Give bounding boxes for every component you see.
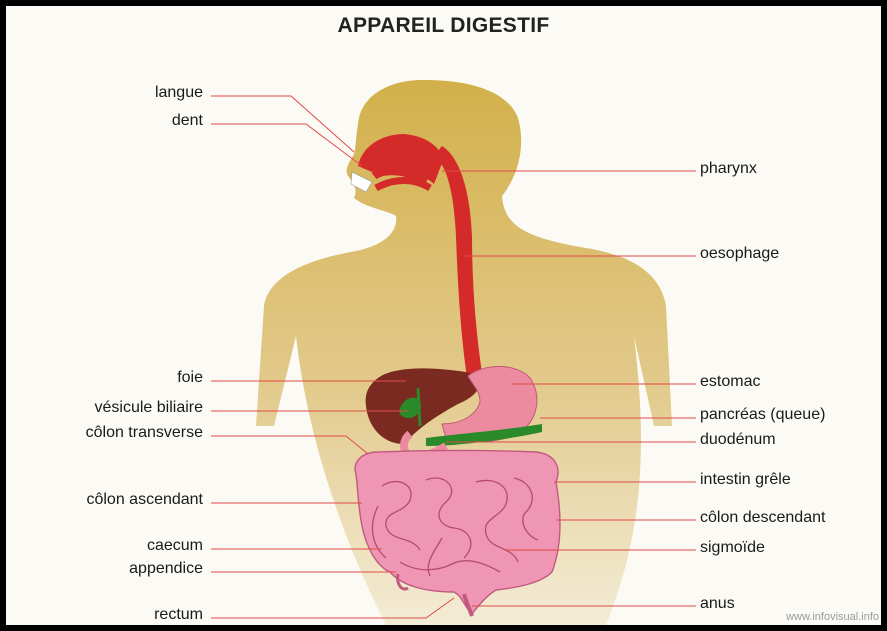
label-oesophage: oesophage [700, 245, 779, 263]
label-sigmoide: sigmoïde [700, 539, 765, 557]
label-pancreas-queue: pancréas (queue) [700, 406, 825, 424]
label-duodenum: duodénum [700, 431, 776, 449]
diagram-frame: APPAREIL DIGESTIF langue dent foie vésic… [6, 6, 881, 625]
label-caecum: caecum [147, 537, 203, 555]
label-colon-ascendant: côlon ascendant [86, 491, 203, 509]
label-estomac: estomac [700, 373, 760, 391]
label-rectum: rectum [154, 606, 203, 624]
diagram-title: APPAREIL DIGESTIF [6, 14, 881, 38]
watermark: www.infovisual.info [786, 611, 879, 623]
label-anus: anus [700, 595, 735, 613]
label-langue: langue [155, 84, 203, 102]
label-intestin-grele: intestin grêle [700, 471, 791, 489]
label-dent: dent [172, 112, 203, 130]
digestive-system-illustration [6, 6, 881, 625]
label-foie: foie [177, 369, 203, 387]
label-pharynx: pharynx [700, 160, 757, 178]
label-appendice: appendice [129, 560, 203, 578]
label-colon-transverse: côlon transverse [86, 424, 203, 442]
label-vesicule-biliaire: vésicule biliaire [95, 399, 204, 417]
label-colon-descendant: côlon descendant [700, 509, 825, 527]
